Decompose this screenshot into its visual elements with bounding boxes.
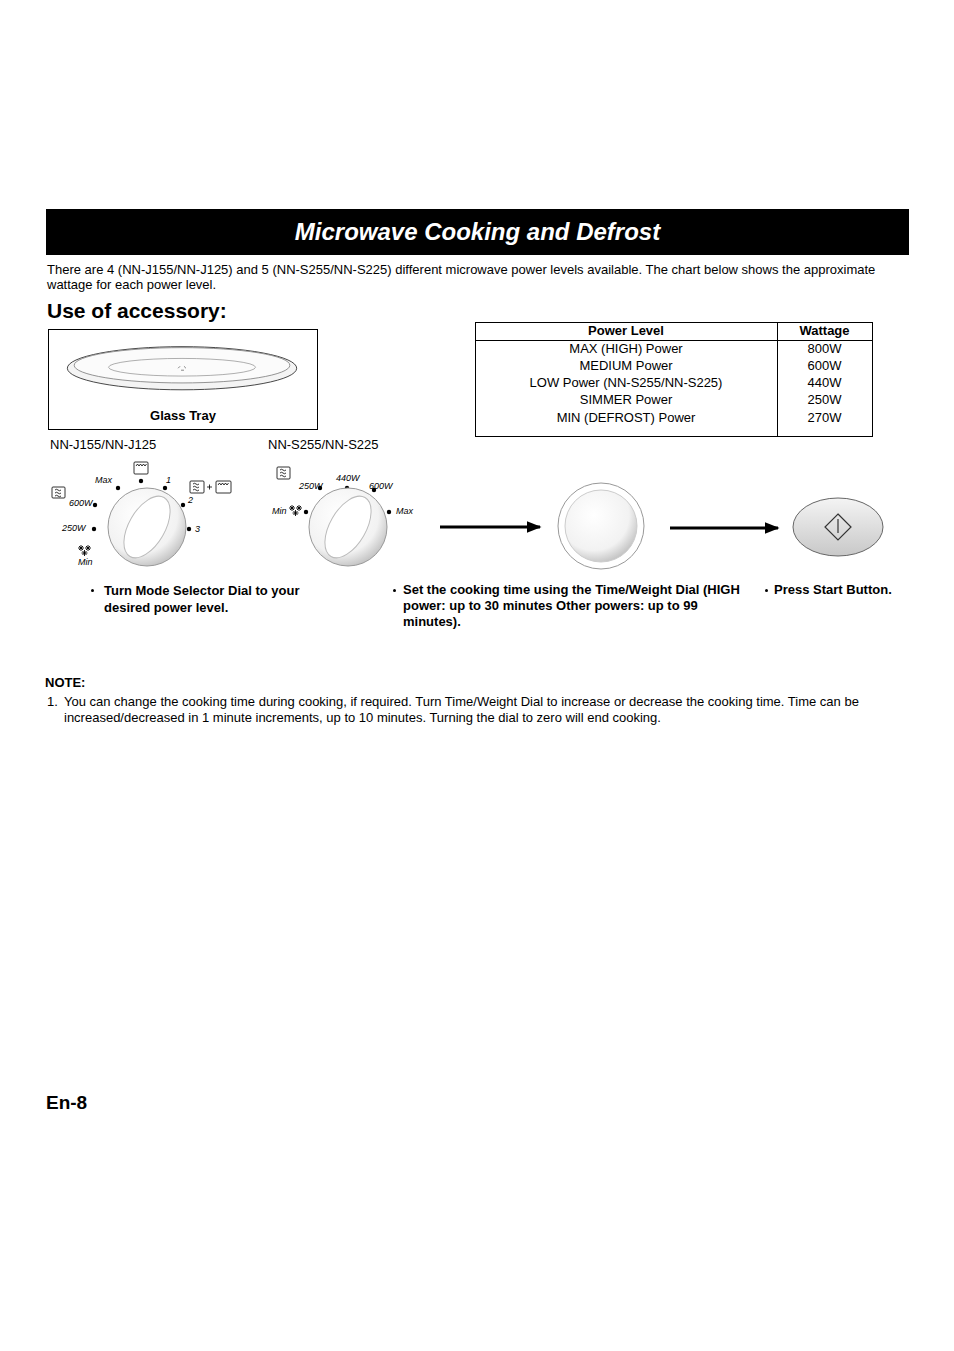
dial-label: 250W xyxy=(62,523,86,533)
table-cell: SIMMER Power xyxy=(476,391,776,408)
table-cell: 270W xyxy=(778,409,871,426)
dial-label: 3 xyxy=(195,524,200,534)
start-button: Press Start Button. xyxy=(792,497,884,557)
node-shape xyxy=(308,487,388,567)
table-cell: 440W xyxy=(778,374,871,391)
dial-label: 1 xyxy=(166,475,171,485)
mode-selector-dial: NN-J155/NN-J125 xyxy=(107,487,187,567)
dial-label: 600W xyxy=(369,481,393,491)
node-text: Press Start Button. xyxy=(774,582,914,598)
table-cell: 800W xyxy=(778,340,871,357)
table-header: Power Level xyxy=(476,322,776,339)
dial-label: 440W xyxy=(336,473,360,483)
table-cell: 600W xyxy=(778,357,871,374)
node-text: NN-S255/NN-S225 xyxy=(268,437,379,453)
dial-label: 250W xyxy=(299,481,323,491)
note-text: You can change the cooking time during c… xyxy=(64,694,910,726)
note-number: 1. xyxy=(47,694,58,710)
dial-label: Max xyxy=(396,506,413,516)
table-cell: MAX (HIGH) Power xyxy=(476,340,776,357)
node-shape xyxy=(107,487,187,567)
table-header: Wattage xyxy=(778,322,871,339)
table-cell: MEDIUM Power xyxy=(476,357,776,374)
node-text: Glass Tray xyxy=(49,408,317,424)
bullet-dot xyxy=(91,589,94,592)
bullet-dot xyxy=(393,589,396,592)
dial-label: Min xyxy=(78,557,93,567)
step-instruction: Turn Mode Selector Dial to your desired … xyxy=(104,582,344,616)
table-cell: MIN (DEFROST) Power xyxy=(476,409,776,426)
table-cell: LOW Power (NN-S255/NN-S225) xyxy=(476,374,776,391)
table-rule xyxy=(476,340,872,341)
dial-label: 2 xyxy=(188,495,193,505)
mode-icons xyxy=(52,462,290,498)
dial-label: Max xyxy=(95,475,112,485)
section-heading: Use of accessory: xyxy=(47,297,227,325)
bullet-dot xyxy=(765,589,768,592)
node-text: Set the cooking time using the Time/Weig… xyxy=(403,582,748,630)
flow-arrow xyxy=(440,526,540,529)
page-number: En-8 xyxy=(46,1091,87,1115)
table-cell: 250W xyxy=(778,391,871,408)
node-shape xyxy=(792,497,884,557)
mode-selector-dial: NN-S255/NN-S225 xyxy=(308,487,388,567)
node-shape xyxy=(557,482,645,570)
dial-label: Min xyxy=(272,506,287,516)
dial-label: 600W xyxy=(69,498,93,508)
note-heading: NOTE: xyxy=(45,674,85,691)
node-text: NN-J155/NN-J125 xyxy=(50,437,156,453)
page-title: Microwave Cooking and Defrost xyxy=(46,209,909,255)
intro-text: There are 4 (NN-J155/NN-J125) and 5 (NN-… xyxy=(47,262,909,292)
time-weight-dial: Set the cooking time using the Time/Weig… xyxy=(557,482,645,570)
flow-arrow xyxy=(670,527,778,530)
glass-tray-box: Glass Tray xyxy=(48,329,318,430)
